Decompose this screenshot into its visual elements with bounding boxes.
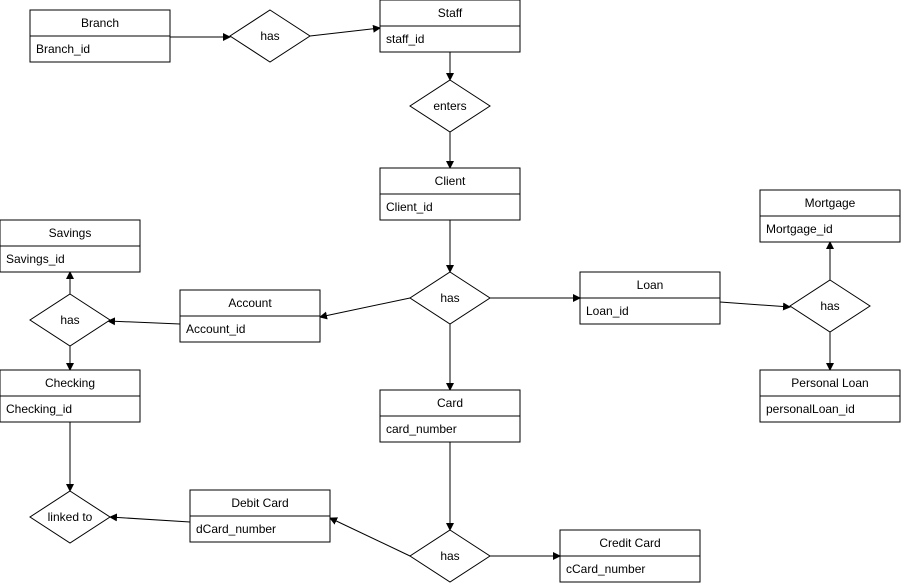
relationship-label: has xyxy=(440,549,459,563)
entity-debit-card[interactable]: Debit Card dCard_number xyxy=(189,489,331,543)
connector-arrow xyxy=(719,301,791,311)
relationship-loan-has[interactable]: has xyxy=(789,279,871,333)
relationship-staff-client-enters[interactable]: enters xyxy=(409,79,491,133)
relationship-diamond xyxy=(29,490,111,544)
relationship-diamond xyxy=(229,9,311,63)
relationship-diamond xyxy=(29,293,111,347)
entity-title: Client xyxy=(435,174,466,188)
entity-credit-card[interactable]: Credit Card cCard_number xyxy=(559,529,701,583)
entity-title: Loan xyxy=(637,278,664,292)
entity-attribute: Loan_id xyxy=(586,304,629,318)
entity-title: Credit Card xyxy=(599,536,660,550)
connector-arrow xyxy=(319,297,411,320)
relationship-diamond xyxy=(409,271,491,325)
entity-title: Savings xyxy=(49,226,92,240)
edges xyxy=(66,24,834,560)
entity-attribute: Branch_id xyxy=(36,42,90,56)
connector-arrow xyxy=(329,517,411,557)
entity-attribute: Mortgage_id xyxy=(766,222,833,236)
entity-staff[interactable]: Staff staff_id xyxy=(379,0,521,53)
relationship-label: linked to xyxy=(48,510,93,524)
entity-personal-loan[interactable]: Personal Loan personalLoan_id xyxy=(759,369,901,423)
connector-arrow xyxy=(109,513,191,523)
relationship-diamond xyxy=(409,79,491,133)
relationship-label: has xyxy=(60,313,79,327)
entity-title: Debit Card xyxy=(231,496,288,510)
entity-title: Personal Loan xyxy=(791,376,868,390)
entity-title: Checking xyxy=(45,376,95,390)
relationship-savings-checking-has[interactable]: has xyxy=(29,293,111,347)
entity-title: Account xyxy=(228,296,272,310)
entity-attribute: Checking_id xyxy=(6,402,72,416)
entity-attribute: personalLoan_id xyxy=(766,402,855,416)
entity-attribute: card_number xyxy=(386,422,457,436)
entity-attribute: staff_id xyxy=(386,32,424,46)
relationship-label: has xyxy=(820,299,839,313)
relationship-label: has xyxy=(260,29,279,43)
relationship-diamond xyxy=(789,279,871,333)
connector-arrow xyxy=(309,24,381,37)
connector-arrow xyxy=(107,317,181,326)
relationship-label: has xyxy=(440,291,459,305)
entity-attribute: cCard_number xyxy=(566,562,645,576)
entity-card[interactable]: Card card_number xyxy=(379,389,521,443)
relationship-card-has[interactable]: has xyxy=(409,529,491,583)
entity-title: Branch xyxy=(81,16,119,30)
relationship-label: enters xyxy=(433,99,466,113)
entity-attribute: Savings_id xyxy=(6,252,65,266)
entity-title: Card xyxy=(437,396,463,410)
relationship-branch-staff-has[interactable]: has xyxy=(229,9,311,63)
relationship-diamond xyxy=(409,529,491,583)
entity-attribute: dCard_number xyxy=(196,522,276,536)
relationship-client-has[interactable]: has xyxy=(409,271,491,325)
entity-attribute: Account_id xyxy=(186,322,245,336)
entity-title: Mortgage xyxy=(805,196,856,210)
relationship-linked-to[interactable]: linked to xyxy=(29,490,111,544)
entity-attribute: Client_id xyxy=(386,200,433,214)
entity-title: Staff xyxy=(438,6,463,20)
